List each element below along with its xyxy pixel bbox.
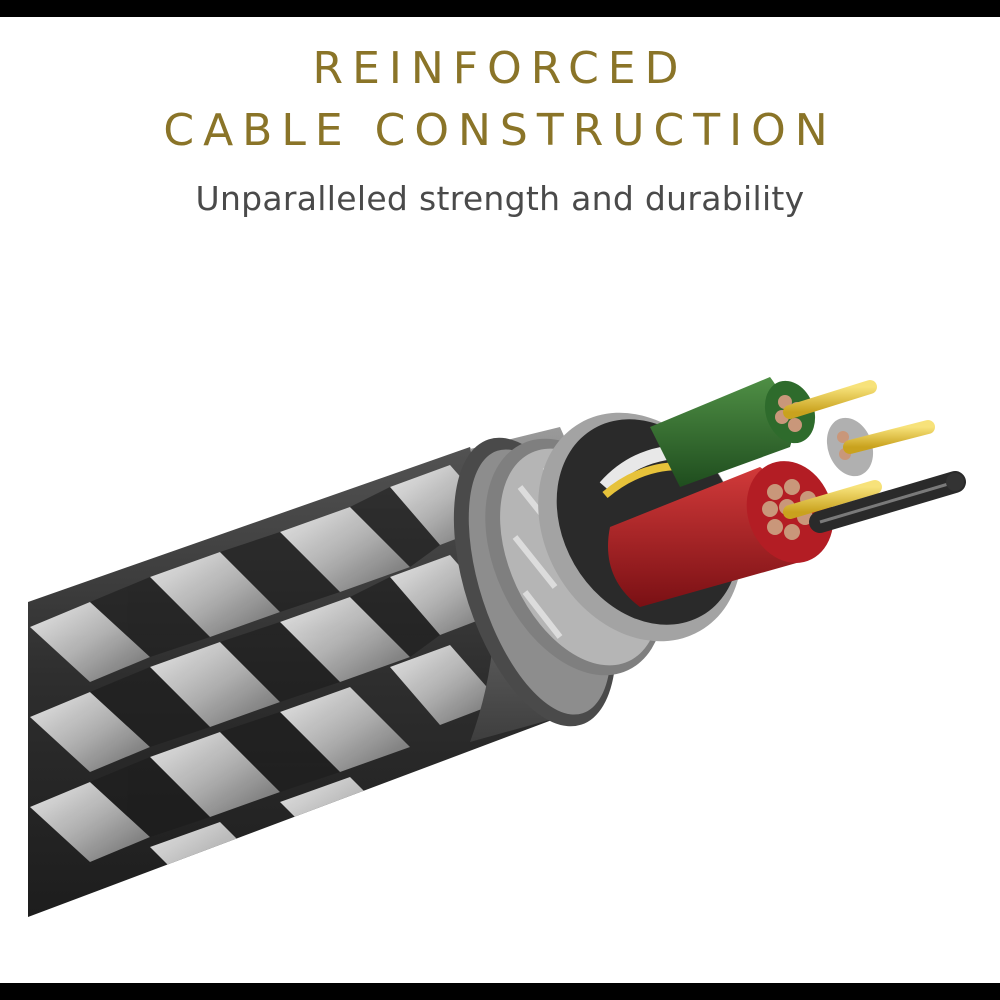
cable-cross-section-illustration [28,377,966,917]
green-wire [650,377,877,487]
subheadline: Unparalleled strength and durability [195,179,805,218]
fiber-strand [809,471,966,533]
headline-line-1: REINFORCED [312,43,688,94]
headline-line-2: CABLE CONSTRUCTION [163,105,837,156]
red-wire [608,461,882,607]
product-image-frame: REINFORCED CABLE CONSTRUCTION Unparallel… [0,17,1000,983]
white-wire [826,417,935,477]
